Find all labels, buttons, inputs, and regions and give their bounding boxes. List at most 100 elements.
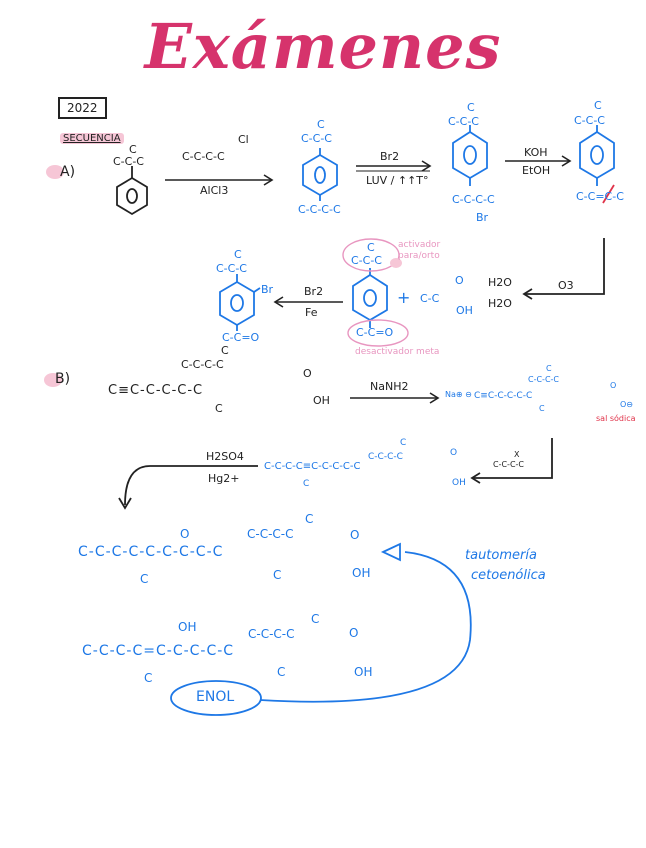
br2-reagent: Br2 — [304, 285, 324, 298]
p3-top-c: C — [594, 99, 602, 112]
start-branch-c: C — [129, 143, 137, 156]
arrow-deprotonation — [350, 392, 440, 404]
halide-x: X — [514, 450, 520, 459]
hydration-catalyst: Hg2+ — [208, 472, 240, 485]
final-top-chain: C-C-C — [216, 262, 247, 275]
salt-o-minus: O⊖ — [620, 400, 633, 409]
salt-bottom-c: C — [539, 404, 545, 413]
start-benzene-ring — [116, 166, 148, 216]
arrow-bromination — [356, 160, 432, 172]
cleavage-mark — [602, 184, 615, 204]
ozonolysis-reagent: O3 — [558, 279, 574, 292]
part-b-label: B) — [55, 371, 71, 387]
enol-acid-oh: OH — [354, 665, 373, 679]
enol-top-chain: C-C-C-C — [248, 627, 295, 641]
product1-benzene-ring — [302, 148, 338, 201]
tautomerism-note-2: cetoenólica — [471, 568, 546, 583]
alkyl-halide: C-C-C-C — [493, 460, 525, 469]
alkyne-top-chain: C-C-C-C — [368, 452, 403, 462]
tautomerism-arrow — [259, 542, 472, 703]
ketone-acid-o: O — [350, 528, 360, 542]
deactivator-circle — [347, 319, 409, 347]
ketone-bottom-left-c: C — [140, 572, 149, 586]
hydration-reagent: H2SO4 — [206, 450, 244, 463]
salt-prefix: Na⊕ ⊖ — [445, 390, 472, 399]
activator-circle — [342, 238, 400, 272]
plus-sign: + — [397, 288, 411, 307]
ketone-top-chain: C-C-C-C — [247, 527, 294, 541]
final-br: Br — [261, 283, 274, 296]
salt-note: sal sódica — [596, 414, 636, 423]
p4-top-chain: C-C-C — [351, 254, 382, 267]
enol-acid-o: O — [349, 626, 359, 640]
p4-bottom-aldehyde: C-C=O — [356, 326, 394, 339]
b-bottom-c: C — [215, 402, 223, 415]
deactivator-note: desactivador meta — [355, 347, 440, 357]
fe-catalyst: Fe — [305, 306, 318, 319]
alkyne-main-chain: C-C-C-C≡C-C-C-C-C — [264, 461, 361, 472]
salt-top-chain: C-C-C-C — [528, 375, 560, 384]
arrow-aromatic-bromination — [273, 296, 343, 308]
b-acid-oh: OH — [313, 394, 330, 407]
reagent-cl: Cl — [238, 133, 249, 146]
p2-bottom-chain: C-C-C-C — [452, 193, 495, 206]
enol-bottom-left-c: C — [144, 671, 153, 685]
hydrolysis-2: H2O — [488, 297, 512, 310]
alkyne-acid-o: O — [450, 448, 458, 458]
p4-top-c: C — [367, 241, 375, 254]
enol-main-chain: C-C-C-C=C-C-C-C-C — [82, 643, 235, 659]
para-dot — [390, 258, 402, 268]
section-heading: SECUENCIA — [60, 133, 124, 144]
ketone-acid-oh: OH — [352, 566, 371, 580]
acid-chain: C-C — [420, 292, 440, 305]
p1-top-c: C — [317, 118, 325, 131]
salt-o: O — [610, 381, 617, 390]
arrow-alkylation — [165, 174, 274, 186]
exam-year-box: 2022 — [58, 97, 107, 119]
acid-o: O — [455, 274, 464, 287]
elimination-reagent: KOH — [524, 146, 548, 159]
nanh2-reagent: NaNH2 — [370, 380, 409, 393]
b-top-branch: C — [221, 344, 229, 357]
alkyne-top-c: C — [400, 438, 407, 448]
final-top-c: C — [234, 248, 242, 261]
p1-bottom-chain: C-C-C-C — [298, 203, 341, 216]
arrow-ozonolysis — [522, 238, 605, 300]
label-a-highlight — [46, 165, 64, 179]
reagent-chain: C-C-C-C — [182, 150, 225, 163]
alkyne-low-c: C — [303, 479, 310, 489]
alkyne-acid-oh: OH — [452, 478, 466, 488]
final-benzene-ring — [219, 274, 261, 331]
p2-br: Br — [476, 211, 489, 224]
enol-bottom-c: C — [277, 665, 286, 679]
arrow-elimination — [505, 155, 572, 167]
page-title: Exámenes — [144, 10, 502, 83]
product3-benzene-ring — [579, 125, 615, 186]
salt-main-chain: C≡C-C-C-C-C — [474, 391, 533, 401]
hydrolysis-1: H2O — [488, 276, 512, 289]
enol-label: ENOL — [196, 689, 235, 705]
p1-top-chain: C-C-C — [301, 132, 332, 145]
ketone-o: O — [180, 527, 190, 541]
label-b-highlight — [44, 373, 62, 387]
p2-top-c: C — [467, 101, 475, 114]
enol-top-c: C — [311, 612, 320, 626]
bromination-reagent: Br2 — [380, 150, 400, 163]
product4-benzene-ring — [352, 268, 388, 328]
enol-circle — [170, 680, 262, 716]
b-acid-o: O — [303, 367, 312, 380]
bromination-conditions: LUV / ↑↑T° — [366, 174, 429, 187]
activator-note: activador para/orto — [398, 240, 441, 261]
part-a-label: A) — [60, 164, 76, 180]
product2-benzene-ring — [452, 125, 488, 186]
p3-bottom-chain: C-C=C-C — [576, 190, 624, 203]
enol-oh: OH — [178, 620, 197, 634]
final-bottom-aldehyde: C-C=O — [222, 331, 260, 344]
ketone-bottom-c: C — [273, 568, 282, 582]
catalyst-alcl3: AlCl3 — [200, 184, 229, 197]
arrow-hydration — [118, 465, 258, 510]
p2-top-chain: C-C-C — [448, 115, 479, 128]
elimination-solvent: EtOH — [522, 164, 551, 177]
p3-top-chain: C-C-C — [574, 114, 605, 127]
